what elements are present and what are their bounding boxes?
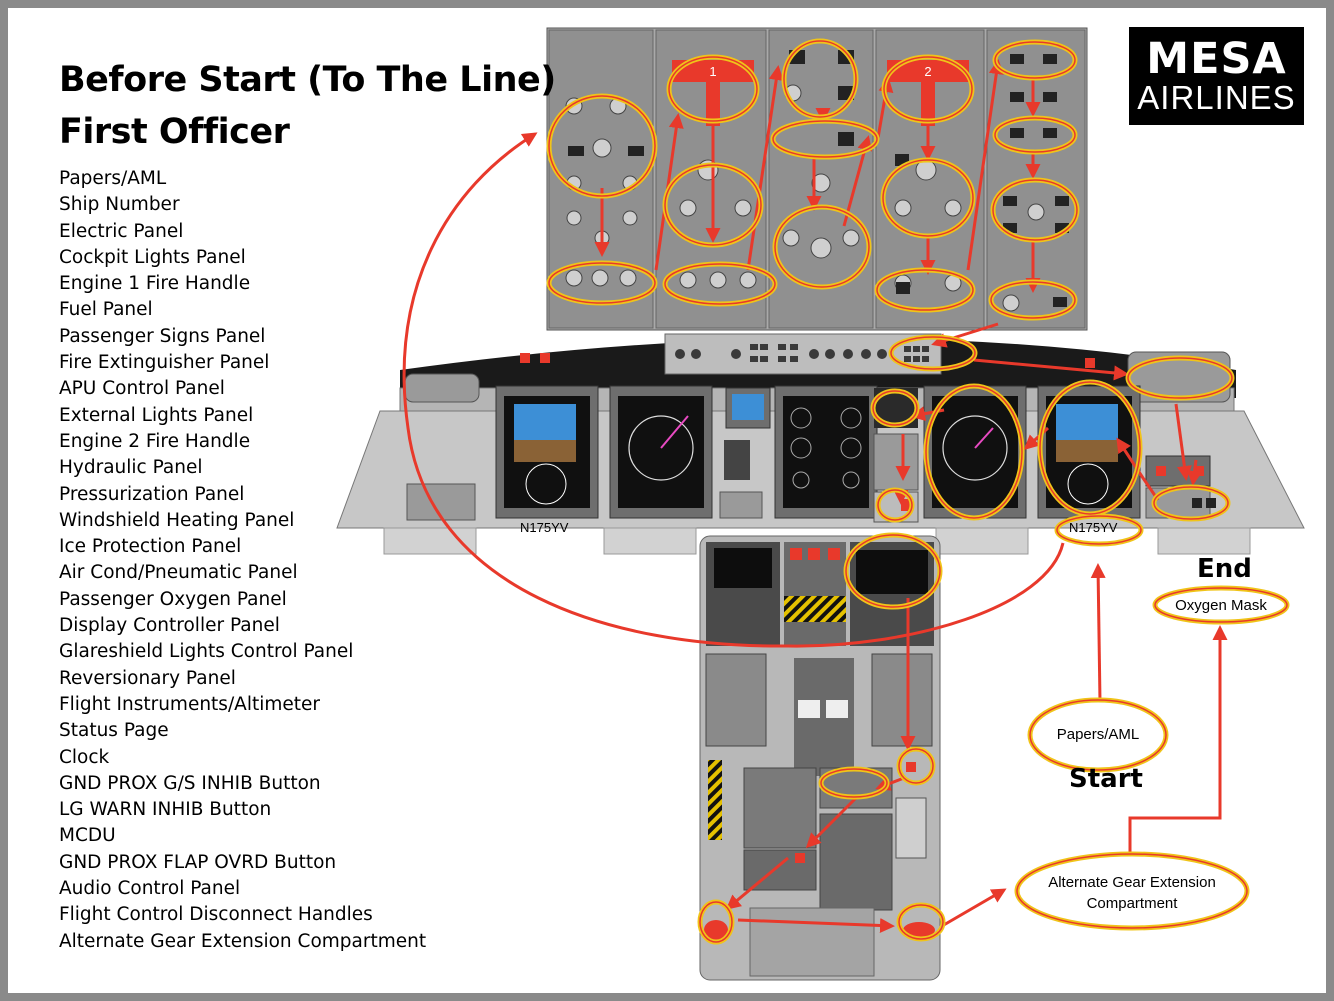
checklist-item: Engine 1 Fire Handle bbox=[59, 273, 251, 295]
alternate-gear-label: Alternate Gear Extension Compartment bbox=[1017, 872, 1247, 914]
checklist-item: Flight Instruments/Altimeter bbox=[59, 693, 321, 715]
slide-title: Before Start (To The Line) bbox=[59, 60, 556, 100]
end-label: End bbox=[1197, 554, 1252, 584]
checklist-item: Alternate Gear Extension Compartment bbox=[59, 930, 427, 952]
checklist-item: Windshield Heating Panel bbox=[59, 509, 295, 531]
checklist-item: Fire Extinguisher Panel bbox=[59, 352, 270, 374]
checklist-item: Cockpit Lights Panel bbox=[59, 246, 246, 268]
oxygen-mask-label: Oxygen Mask bbox=[1175, 597, 1267, 614]
highlight-ovals bbox=[546, 38, 1290, 945]
checklist-item: APU Control Panel bbox=[59, 378, 225, 400]
checklist-item: Passenger Signs Panel bbox=[59, 325, 266, 347]
slide: 1 2 bbox=[8, 8, 1326, 993]
checklist-item: Electric Panel bbox=[59, 220, 184, 242]
checklist-item: LG WARN INHIB Button bbox=[59, 799, 272, 821]
alternate-gear-label-line2: Compartment bbox=[1086, 895, 1178, 912]
checklist-item: Flight Control Disconnect Handles bbox=[59, 904, 373, 926]
slide-subtitle: First Officer bbox=[59, 112, 290, 152]
checklist-item: Pressurization Panel bbox=[59, 483, 245, 505]
checklist-item: Audio Control Panel bbox=[59, 878, 241, 900]
mesa-airlines-logo: MESA AIRLINES bbox=[1129, 27, 1304, 125]
checklist-item: Hydraulic Panel bbox=[59, 457, 203, 479]
checklist-item: Ice Protection Panel bbox=[59, 536, 242, 558]
checklist-item: Status Page bbox=[59, 720, 169, 742]
cockpit-diagram: 1 2 bbox=[336, 27, 1305, 981]
checklist-item: Papers/AML bbox=[59, 168, 167, 189]
checklist-item: Ship Number bbox=[59, 194, 180, 216]
logo-line1: MESA bbox=[1146, 34, 1287, 84]
checklist-item: External Lights Panel bbox=[59, 404, 254, 426]
alternate-gear-label-line1: Alternate Gear Extension bbox=[1048, 874, 1216, 891]
checklist-item: Clock bbox=[59, 746, 110, 768]
checklist-item: Glareshield Lights Control Panel bbox=[59, 641, 354, 663]
checklist-item: Reversionary Panel bbox=[59, 667, 236, 689]
logo-line2: AIRLINES bbox=[1137, 79, 1296, 116]
checklist-item: Passenger Oxygen Panel bbox=[59, 588, 287, 610]
checklist-item: Engine 2 Fire Handle bbox=[59, 430, 251, 452]
start-label: Start bbox=[1069, 764, 1143, 794]
main-instrument-panel bbox=[336, 385, 1305, 555]
checklist-item: MCDU bbox=[59, 825, 116, 847]
checklist-item: GND PROX G/S INHIB Button bbox=[59, 772, 321, 794]
checklist-item: GND PROX FLAP OVRD Button bbox=[59, 851, 337, 873]
fire-handle-2-label: 2 bbox=[924, 64, 931, 79]
fire-handle-1-label: 1 bbox=[709, 64, 716, 79]
papers-aml-label: Papers/AML bbox=[1056, 726, 1140, 743]
registration-right: N175YV bbox=[1069, 520, 1118, 535]
checklist-item: Air Cond/Pneumatic Panel bbox=[59, 562, 298, 584]
checklist-item: Display Controller Panel bbox=[59, 615, 280, 637]
registration-left: N175YV bbox=[520, 520, 569, 535]
checklist-item: Fuel Panel bbox=[59, 299, 153, 321]
